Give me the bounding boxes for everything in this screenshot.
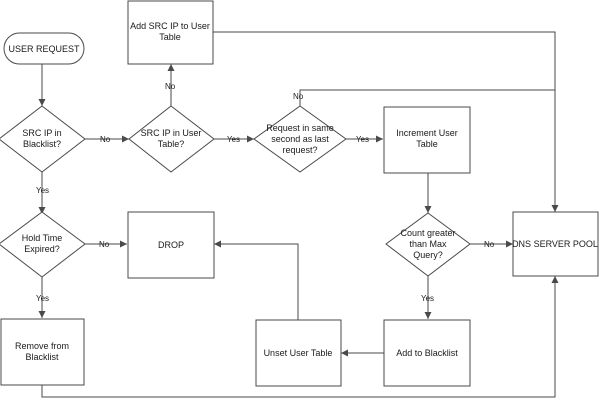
increment-user-table-line-1: Increment User xyxy=(396,128,458,138)
src-ip-user-table-decision xyxy=(128,105,215,173)
node-remove-from-blacklist: Remove from Blacklist xyxy=(0,318,85,386)
edges xyxy=(38,31,559,398)
drop-label: DROP xyxy=(158,240,184,250)
label-blacklist-yes: Yes xyxy=(36,186,49,195)
src-ip-user-table-line-2: Table? xyxy=(158,139,185,149)
count-greater-line-2: than Max xyxy=(409,239,447,249)
node-add-to-blacklist: Add to Blacklist xyxy=(383,319,471,387)
request-same-second-line-1: Request in same xyxy=(266,123,334,133)
src-ip-blacklist-line-1: SRC IP in xyxy=(22,128,61,138)
add-to-blacklist-label: Add to Blacklist xyxy=(396,348,458,358)
label-same-second-no: No xyxy=(293,92,304,101)
node-src-ip-user-table: SRC IP in User Table? xyxy=(128,105,215,173)
increment-user-table-line-2: Table xyxy=(416,139,438,149)
user-request-terminal xyxy=(3,32,85,65)
hold-time-expired-decision xyxy=(0,211,86,278)
src-ip-user-table-line-1: SRC IP in User xyxy=(141,128,202,138)
src-ip-blacklist-line-2: Blacklist? xyxy=(23,139,61,149)
label-same-second-yes: Yes xyxy=(356,135,369,144)
node-user-request: USER REQUEST xyxy=(3,32,85,65)
label-user-table-no: No xyxy=(165,82,176,91)
increment-user-table-process xyxy=(383,106,471,174)
edge-remove-to-pool xyxy=(41,276,559,398)
node-increment-user-table: Increment User Table xyxy=(383,106,471,174)
add-src-ip-line-2: Table xyxy=(159,32,181,42)
dns-server-pool-process xyxy=(512,211,599,277)
drop-process xyxy=(127,211,215,279)
unset-user-table-label: Unset User Table xyxy=(264,348,333,358)
hold-time-expired-line-2: Expired? xyxy=(24,244,60,254)
src-ip-blacklist-decision xyxy=(0,105,86,173)
node-add-src-ip: Add SRC IP to User Table xyxy=(127,0,214,65)
label-hold-time-yes: Yes xyxy=(36,294,49,303)
node-unset-user-table: Unset User Table xyxy=(255,319,342,387)
node-hold-time-expired: Hold Time Expired? xyxy=(0,211,86,278)
label-hold-time-no: No xyxy=(99,240,110,249)
edge-labels: No Yes No Yes Yes No No Yes No Yes xyxy=(36,82,495,303)
user-request-label: USER REQUEST xyxy=(8,44,80,54)
count-greater-decision xyxy=(385,212,471,277)
request-same-second-decision xyxy=(253,105,347,173)
request-same-second-line-3: request? xyxy=(282,145,317,155)
label-blacklist-no: No xyxy=(100,135,111,144)
count-greater-line-1: Count greater xyxy=(400,228,455,238)
edge-unset-to-drop xyxy=(214,240,299,320)
request-same-second-line-2: second as last xyxy=(271,134,329,144)
remove-from-blacklist-process xyxy=(0,318,85,386)
label-count-no: No xyxy=(484,240,495,249)
unset-user-table-process xyxy=(255,319,342,387)
node-src-ip-blacklist: SRC IP in Blacklist? xyxy=(0,105,86,173)
node-count-greater: Count greater than Max Query? xyxy=(385,212,471,277)
add-src-ip-line-1: Add SRC IP to User xyxy=(130,21,210,31)
node-request-same-second: Request in same second as last request? xyxy=(253,105,347,173)
count-greater-line-3: Query? xyxy=(413,250,443,260)
node-dns-server-pool: DNS SERVER POOL xyxy=(512,211,599,277)
hold-time-expired-line-1: Hold Time xyxy=(22,233,63,243)
edge-same-second-no xyxy=(299,89,555,106)
node-drop: DROP xyxy=(127,211,215,279)
add-src-ip-process xyxy=(127,0,214,65)
label-count-yes: Yes xyxy=(421,294,434,303)
add-to-blacklist-process xyxy=(383,319,471,387)
remove-from-blacklist-line-1: Remove from xyxy=(15,341,69,351)
label-user-table-yes: Yes xyxy=(227,135,240,144)
remove-from-blacklist-line-2: Blacklist xyxy=(25,352,59,362)
edge-add-src-to-pool xyxy=(213,31,559,212)
dns-server-pool-label: DNS SERVER POOL xyxy=(512,239,598,249)
